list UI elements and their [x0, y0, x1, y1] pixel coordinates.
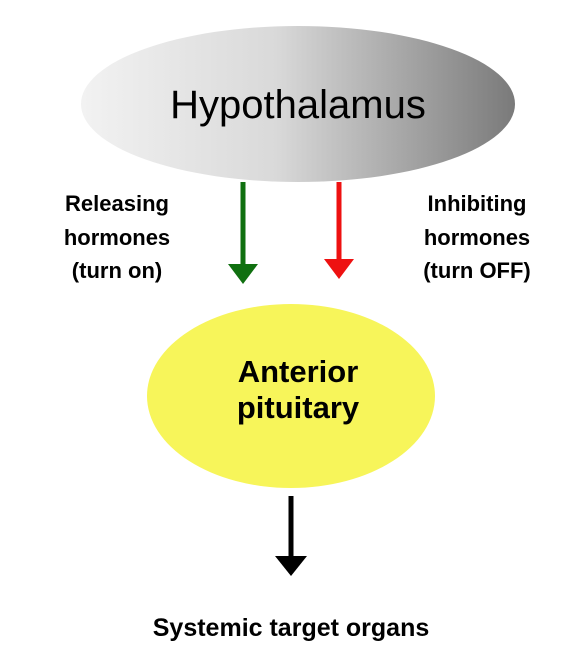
releasing-label-line1: Releasing: [65, 191, 169, 216]
hypothalamus-label: Hypothalamus: [170, 83, 426, 127]
releasing-label-line3: (turn on): [72, 258, 162, 283]
anterior-pituitary-node: Anterior pituitary: [147, 304, 435, 488]
inhibiting-arrowhead: [324, 259, 354, 279]
inhibiting-label-line1: Inhibiting: [428, 191, 527, 216]
releasing-hormones-label: Releasing hormones (turn on): [64, 191, 170, 283]
inhibiting-hormones-label: Inhibiting hormones (turn OFF): [423, 191, 531, 283]
output-arrow: [275, 496, 307, 576]
releasing-hormones-arrow: [228, 182, 258, 284]
anterior-pituitary-label-line1: Anterior: [238, 354, 359, 389]
releasing-arrowhead: [228, 264, 258, 284]
hypothalamus-ellipse: [81, 26, 515, 182]
hypothalamus-node: Hypothalamus: [81, 26, 515, 182]
systemic-target-organs-label: Systemic target organs: [153, 614, 430, 642]
inhibiting-label-line2: hormones: [424, 225, 530, 250]
releasing-label-line2: hormones: [64, 225, 170, 250]
inhibiting-hormones-arrow: [324, 182, 354, 279]
anterior-pituitary-label-line2: pituitary: [237, 390, 360, 425]
output-arrowhead: [275, 556, 307, 576]
anterior-pituitary-ellipse: [147, 304, 435, 488]
inhibiting-label-line3: (turn OFF): [423, 258, 531, 283]
